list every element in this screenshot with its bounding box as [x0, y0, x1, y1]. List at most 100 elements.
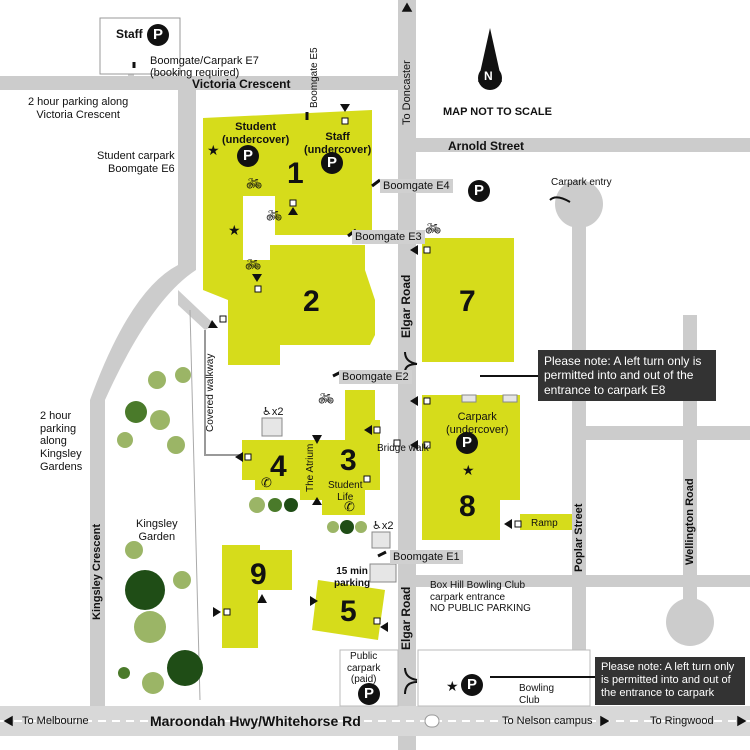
covered-walkway-line [204, 330, 240, 456]
turn-arrow-icon [404, 681, 418, 695]
poplar-connector-road [586, 426, 750, 440]
student-life-label: Student Life [328, 480, 363, 503]
atrium-shape [300, 440, 325, 500]
building-4-number: 4 [270, 450, 287, 483]
tree [268, 498, 282, 512]
building-5-shape [312, 580, 385, 640]
accessible-parking-icon: ♿︎x2 [262, 406, 284, 418]
entrance-arrows [208, 104, 512, 632]
maroondah-hwy-road [0, 706, 750, 736]
tree [125, 570, 165, 610]
entrance-arrow-icon [235, 452, 243, 462]
accessible-count: x2 [381, 520, 394, 532]
tree [125, 541, 143, 559]
parking-icon: P [321, 152, 343, 174]
victoria-parking-label: 2 hour parking along Victoria Crescent [28, 96, 129, 121]
parking-icon: P [461, 674, 483, 696]
tree [134, 611, 166, 643]
tree [148, 371, 166, 389]
building-2-number: 2 [303, 285, 320, 318]
phone-icon: ✆ [261, 475, 272, 490]
entrance-arrow-icon [257, 594, 267, 603]
building-3-number: 3 [340, 444, 357, 477]
staff-undercover-label: Staff (undercover) [304, 131, 372, 156]
bowls-entrance-label: Box Hill Bowling Club carpark entrance N… [430, 580, 531, 614]
left-turn-notice-bowls: Please note: A left turn only is permitt… [595, 657, 745, 705]
tree [125, 401, 147, 423]
boomgate-e1-label: Boomgate E1 [390, 550, 463, 564]
kingsley-parking-label: 2 hour parking along Kingsley Gardens [40, 410, 83, 473]
to-melbourne-label: To Melbourne [22, 715, 89, 727]
bay-accessible-1 [261, 417, 283, 437]
parking-icon: P [456, 432, 478, 454]
entrance-arrow-icon [208, 320, 218, 328]
right-arrow-icon [737, 715, 747, 727]
star-icon: ★ [462, 462, 475, 478]
boomgate-e7-label: Boomgate/Carpark E7 [150, 55, 259, 67]
student-undercover-label: Student (undercover) [222, 121, 290, 146]
entrance-arrow-icon [252, 274, 262, 282]
hwy-median [424, 714, 440, 728]
building-1-number: 1 [287, 157, 304, 190]
up-arrow-icon [401, 2, 413, 12]
bicycle-icon: 🚲︎ [245, 257, 262, 272]
bay-accessible-2 [371, 531, 391, 549]
to-nelson-label: To Nelson campus [502, 715, 593, 727]
entrance-arrow-icon [410, 440, 418, 450]
entrance-arrow-icon [310, 596, 318, 606]
walkway-join [178, 290, 215, 330]
accessible-parking-icon: ♿︎x2 [372, 520, 394, 532]
tree [173, 571, 191, 589]
compass-letter: N [484, 69, 493, 83]
public-carpark-label: Public carpark (paid) [347, 651, 381, 685]
bowling-club-label: Bowling Club [519, 683, 555, 706]
entrance-arrow-icon [410, 396, 418, 406]
kingsley-crescent-road [90, 90, 196, 706]
to-doncaster-label: To Doncaster [401, 60, 413, 125]
building-5-number: 5 [340, 595, 357, 628]
tree [167, 436, 185, 454]
turn-arrows [404, 196, 595, 695]
compass-icon [478, 28, 502, 90]
tree [118, 667, 130, 679]
tree [167, 650, 203, 686]
hwy-arrows [3, 2, 747, 727]
left-turn-notice-e8: Please note: A left turn only is permitt… [538, 350, 716, 402]
fifteen-min-parking-label: 15 min parking [334, 566, 371, 589]
to-ringwood-label: To Ringwood [650, 715, 714, 727]
entrance-arrow-icon [504, 519, 512, 529]
star-icon: ★ [446, 678, 459, 694]
student-carpark-label: Student carpark Boomgate E6 [97, 150, 175, 175]
building-4-shape [242, 440, 300, 490]
entrance-arrow-icon [213, 607, 221, 617]
boomgate-e5-label: Boomgate E5 [309, 47, 320, 108]
bay-e8-right [502, 394, 518, 403]
building-9-number: 9 [250, 558, 267, 591]
parking-icon: P [147, 24, 169, 46]
entrance-arrow-icon [312, 435, 322, 444]
parking-icon: P [237, 145, 259, 167]
trees [117, 367, 367, 694]
tree [175, 367, 191, 383]
parking-icon: P [358, 683, 380, 705]
star-icon: ★ [228, 222, 241, 238]
footpath-line [189, 309, 201, 701]
bicycle-icon: 🚲︎ [266, 208, 283, 223]
entrance-arrow-icon [410, 245, 418, 255]
building-2-shape [203, 165, 375, 365]
covered-walkway-label: Covered walkway [205, 353, 216, 432]
parking-icon: P [468, 180, 490, 202]
hatched-bays [261, 394, 518, 583]
wellington-cul-de-sac [666, 598, 714, 646]
boomgate-e4-label: Boomgate E4 [380, 179, 453, 193]
victoria-crescent-label: Victoria Crescent [192, 77, 291, 91]
carpark-entry-arrow-icon [549, 196, 571, 203]
accessible-count: x2 [271, 406, 284, 418]
booking-label: (booking required) [150, 67, 240, 79]
poplar-street-label: Poplar Street [573, 503, 585, 572]
kingsley-crescent-label: Kingsley Crescent [91, 524, 103, 620]
bay-e8-left [461, 394, 477, 403]
